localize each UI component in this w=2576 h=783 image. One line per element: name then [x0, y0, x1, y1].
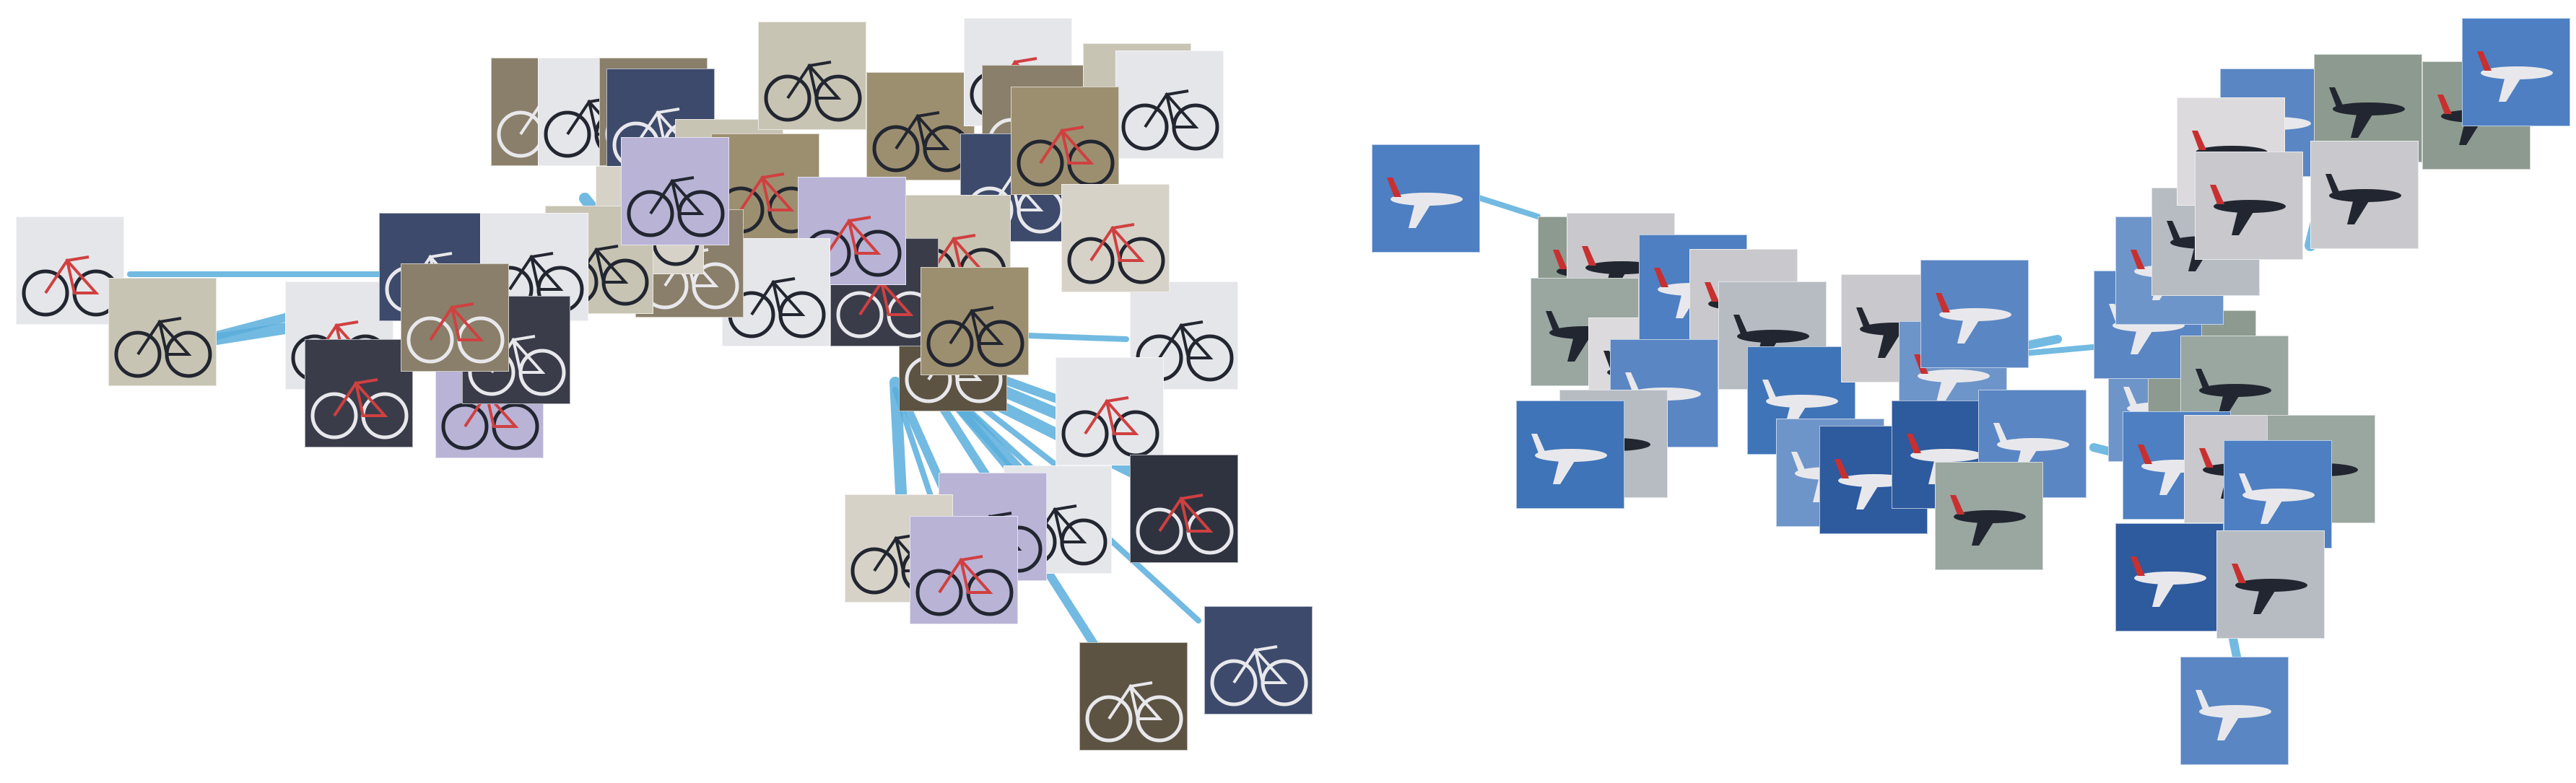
bicycle-icon [406, 302, 505, 364]
airplane-icon [1950, 495, 2026, 546]
bicycle-icon [114, 317, 212, 378]
airplane-image-node [1935, 462, 2043, 570]
bicycle-icon [1121, 89, 1219, 151]
airplane-image-node [2180, 657, 2289, 765]
bicycle-icon [926, 306, 1024, 367]
airplane-icon [1531, 434, 1607, 484]
bicycle-image-node [305, 339, 413, 447]
airplane-icon [1914, 354, 1990, 405]
bicycle-cluster-panel [16, 18, 1313, 751]
airplane-icon [2329, 87, 2405, 138]
airplane-image-node [2216, 530, 2325, 639]
bicycle-image-node [1011, 87, 1119, 195]
graph-edge [2019, 344, 2104, 356]
airplane-icon [2239, 473, 2315, 524]
airplane-image-node [1372, 144, 1480, 253]
bicycle-image-node [866, 72, 975, 180]
bicycle-image-node [108, 278, 217, 386]
airplane-cluster-panel [1372, 0, 2576, 783]
airplane-image-node [2115, 523, 2224, 631]
bicycle-image-node [1130, 455, 1238, 563]
bicycle-icon [1017, 126, 1115, 187]
bicycle-image-node [921, 267, 1029, 375]
airplane-icon [2477, 51, 2553, 102]
airplane-image-node [2310, 141, 2419, 249]
bicycle-icon [1067, 223, 1165, 284]
airplane-icon [2196, 690, 2271, 740]
bicycle-image-node [1115, 51, 1224, 159]
airplane-icon [1387, 178, 1463, 228]
bicycle-image-node [1056, 357, 1164, 465]
bicycle-image-node [910, 516, 1018, 624]
airplane-image-node [2195, 152, 2303, 260]
airplane-image-node [2462, 18, 2570, 126]
bicycle-icon [915, 555, 1014, 616]
airplane-image-node [1516, 401, 1624, 509]
bicycle-icon [1210, 645, 1308, 707]
bicycle-icon [310, 378, 409, 439]
bicycle-icon [872, 111, 970, 172]
bicycle-icon [627, 176, 725, 237]
bicycle-image-node [1079, 642, 1188, 751]
bicycle-image-node [1061, 184, 1170, 292]
bicycle-icon [1136, 494, 1234, 555]
airplane-icon [2210, 185, 2286, 235]
bicycle-icon [1061, 396, 1159, 458]
graph-edge [211, 323, 291, 345]
bicycle-image-node [401, 263, 509, 372]
bicycle-image-node [758, 22, 866, 130]
airplane-icon [2325, 174, 2401, 224]
bicycle-image-node [16, 216, 124, 325]
bicycle-icon [764, 61, 862, 122]
airplane-icon [2232, 564, 2307, 614]
bicycle-icon [1085, 681, 1183, 743]
airplane-image-node [1920, 260, 2029, 368]
airplane-icon [2131, 556, 2206, 607]
airplane-icon [1936, 293, 2011, 344]
bicycle-icon [468, 335, 566, 396]
bicycle-image-node [1204, 606, 1313, 714]
bicycle-image-node [621, 137, 729, 245]
